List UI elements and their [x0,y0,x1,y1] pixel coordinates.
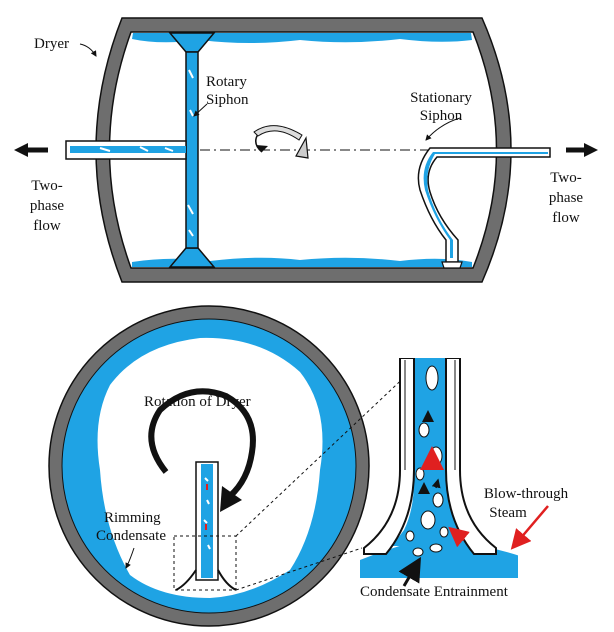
dryer-shell [95,17,512,283]
label-rimming-condensate-line1: Rimming [104,510,161,526]
label-two-phase-right-line2: phase [548,190,584,206]
label-condensate-entrainment: Condensate Entrainment [360,584,508,600]
label-dryer: Dryer [34,36,69,52]
rotary-journal-pipe [65,140,187,160]
condensate-film-top [132,33,472,43]
condensate-entrainment-arrow [398,556,422,587]
label-two-phase-right-line1: Two- [550,170,582,186]
steam-bubbles [405,365,449,557]
label-stationary-siphon-line2: Siphon [419,108,463,124]
label-two-phase-left-line1: Two- [31,178,63,194]
stationary-siphon [417,147,551,269]
end-view-siphon [175,461,237,591]
label-rotary-siphon-line2: Siphon [206,92,249,108]
rotation-of-dryer-arrow-icon [148,388,256,499]
condensate-film-bottom [132,257,472,267]
label-rotation-of-dryer: Rotation of Dryer [144,394,251,410]
nozzle-detail [360,358,518,578]
label-two-phase-left-line2: phase [29,198,65,214]
label-rimming-condensate-line2: Condensate [96,528,166,544]
rotary-siphon [168,32,216,268]
label-blow-through-steam-line2: Steam [489,505,527,521]
blow-through-steam-arrow [510,505,549,550]
label-rotary-siphon-line1: Rotary [206,74,247,90]
label-two-phase-left-line3: flow [33,218,61,234]
rotation-arrow-icon [253,125,309,159]
dryer-end-view [48,305,413,627]
label-blow-through-steam-line1: Blow-through [483,486,569,502]
dryer-side-view [14,17,598,283]
label-stationary-siphon-line1: Stationary [410,90,472,106]
label-two-phase-right-line3: flow [552,210,580,226]
zoom-box [173,535,237,591]
